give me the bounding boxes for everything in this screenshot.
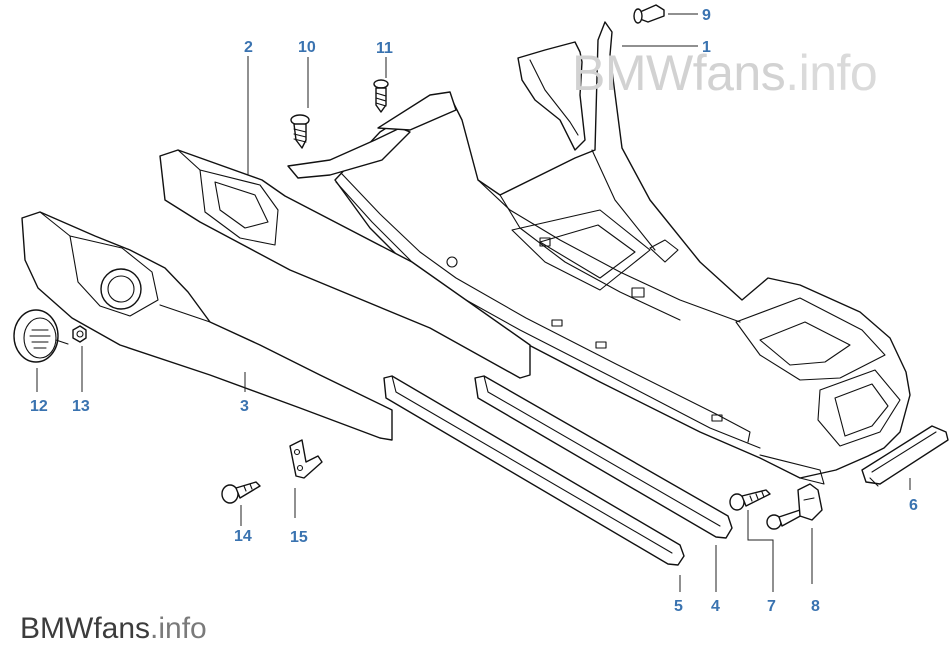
callout-11: 11 [376, 40, 393, 57]
part-15-bracket [289, 439, 323, 479]
part-9-screw [633, 4, 665, 24]
callout-15: 15 [290, 529, 308, 546]
callout-labels: 9 1 2 10 11 12 13 3 14 15 6 5 4 7 8 [30, 7, 918, 615]
part-4-strip [474, 375, 733, 539]
callout-4: 4 [711, 598, 720, 615]
part-10-bracket [287, 91, 457, 179]
callout-9: 9 [702, 7, 711, 24]
callout-6: 6 [909, 497, 918, 514]
part-11-screw [373, 79, 389, 113]
part-5-strip [383, 375, 685, 566]
watermark-bottom: BMWfans.info [20, 612, 207, 646]
part-8-clip [797, 483, 823, 521]
watermark-top-tld: .info [785, 45, 878, 101]
part-2-side-trim [159, 149, 531, 379]
watermark-top-brand: BMWfans [572, 45, 786, 101]
callout-7: 7 [767, 598, 776, 615]
callout-8: 8 [811, 598, 820, 615]
callout-14: 14 [234, 528, 252, 545]
watermark-top: BMWfans.info [572, 44, 878, 102]
callout-3: 3 [240, 398, 249, 415]
leader-lines [36, 13, 911, 592]
part-10-screw [290, 114, 310, 149]
callout-10: 10 [298, 39, 316, 56]
watermark-bottom-brand: BMWfans [20, 612, 151, 645]
part-12-cap [13, 309, 69, 363]
callout-5: 5 [674, 598, 683, 615]
part-7b-screw [766, 509, 805, 530]
callout-2: 2 [244, 39, 253, 56]
part-6-end-cap [861, 425, 949, 487]
part-3-side-trim [21, 211, 393, 441]
part-1-center-console [334, 21, 911, 485]
part-7-screw [729, 489, 771, 511]
part-14-screw [221, 481, 261, 504]
callout-12: 12 [30, 398, 48, 415]
callout-1: 1 [702, 39, 711, 56]
callout-13: 13 [72, 398, 90, 415]
watermark-bottom-tld: .info [150, 612, 207, 645]
part-13-nut [72, 325, 87, 343]
